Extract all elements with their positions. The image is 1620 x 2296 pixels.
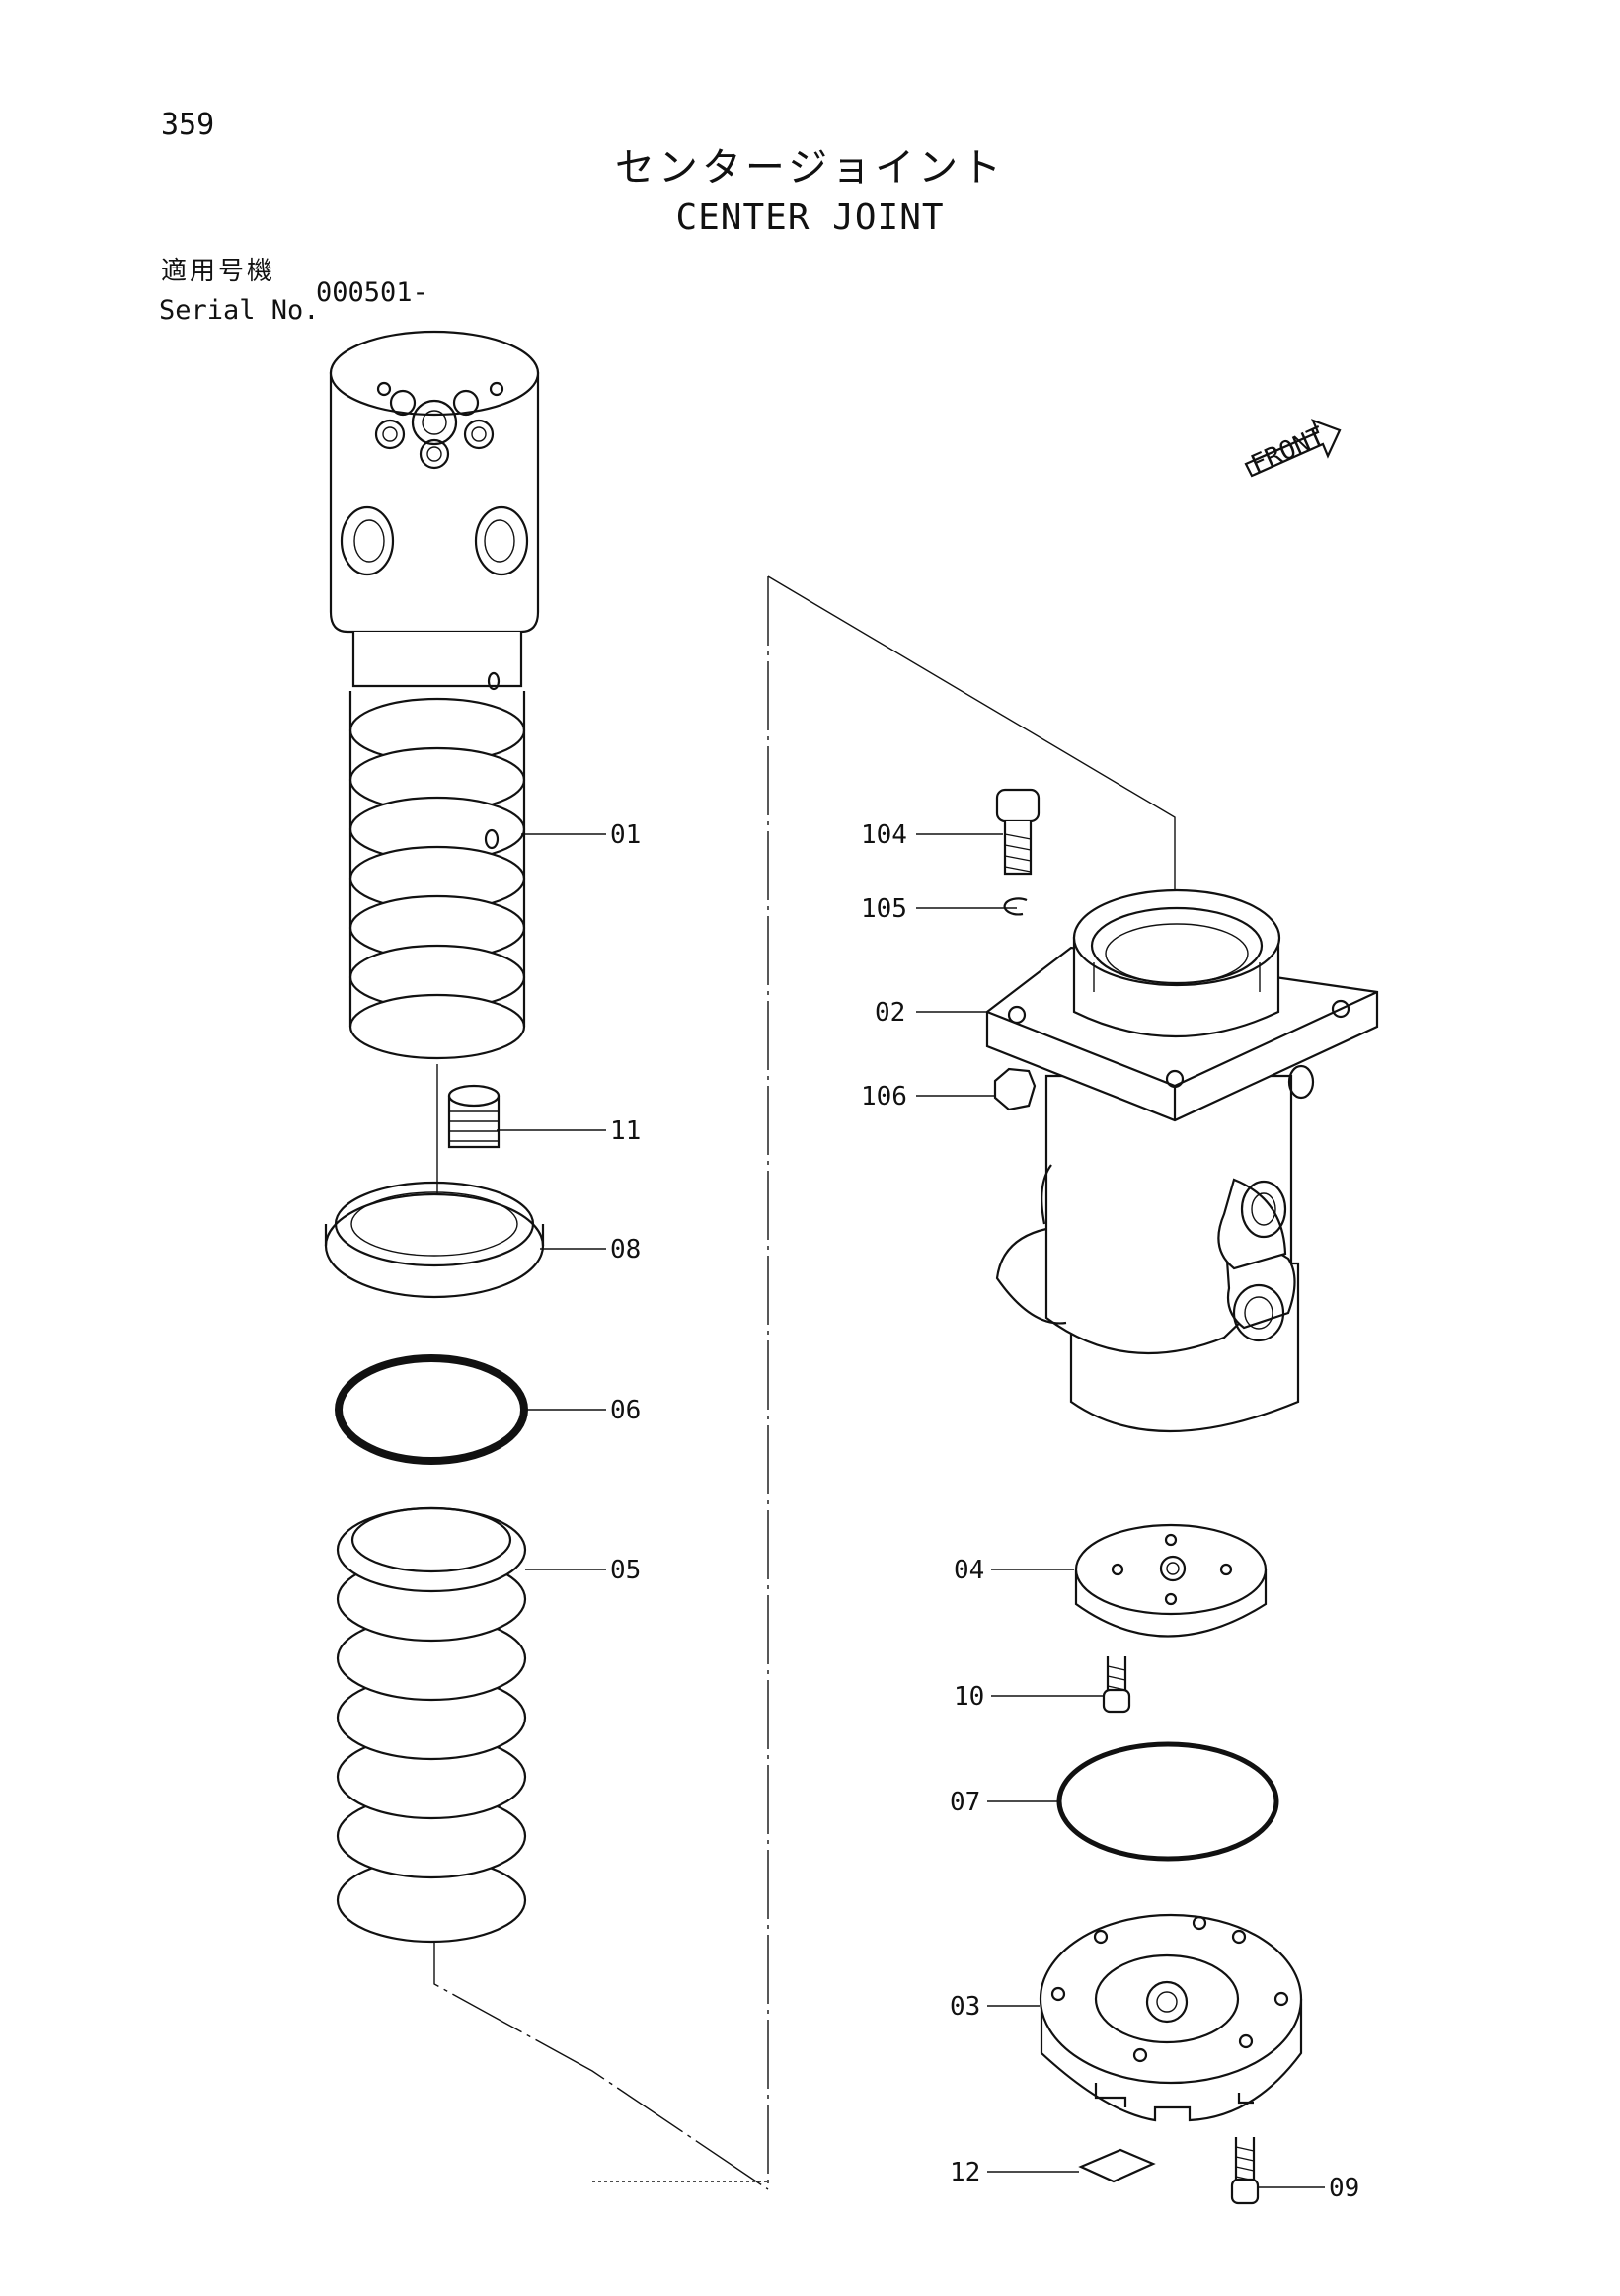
label-part-12: 12 [950, 2158, 980, 2187]
part-07-o-ring [1056, 1741, 1279, 1862]
label-part-02: 02 [875, 998, 905, 1028]
label-part-06: 06 [610, 1396, 641, 1425]
part-106-nut [993, 1067, 1037, 1111]
label-part-09: 09 [1329, 2174, 1359, 2203]
part-02-housing [985, 888, 1379, 1433]
part-04-thrust-plate [1074, 1523, 1268, 1638]
part-12-shim [1078, 2148, 1156, 2183]
label-part-05: 05 [610, 1556, 641, 1585]
label-part-11: 11 [610, 1116, 641, 1146]
label-part-03: 03 [950, 1992, 980, 2022]
part-labels: 01 11 08 06 05 104 105 02 106 04 10 07 0… [610, 820, 1359, 2203]
part-05-seal-stack [336, 1506, 527, 1944]
serial-label-en: Serial No. [159, 295, 320, 326]
part-01-spindle [329, 330, 540, 1060]
label-part-01: 01 [610, 820, 641, 850]
label-part-08: 08 [610, 1235, 641, 1264]
part-104-bolt [995, 788, 1041, 876]
assembly-leader-lines [433, 575, 1176, 2190]
part-10-socket-screw [1102, 1656, 1131, 1714]
part-105-washer [1003, 897, 1028, 916]
front-label: FRONT [1247, 421, 1330, 480]
label-part-106: 106 [861, 1082, 907, 1111]
spindle-grooves [348, 697, 526, 1060]
part-09-socket-screw [1230, 2137, 1260, 2205]
label-leader-lines [497, 833, 1325, 2188]
page-number: 359 [161, 108, 215, 142]
part-06-o-ring [335, 1354, 528, 1465]
front-arrow-icon: FRONT [1244, 419, 1342, 480]
part-08-seal-ring [324, 1181, 545, 1299]
serial-value: 000501- [316, 277, 428, 308]
label-part-07: 07 [950, 1788, 980, 1817]
label-part-04: 04 [954, 1556, 984, 1585]
label-part-10: 10 [954, 1682, 984, 1712]
serial-label-jp: 適用号機 [161, 257, 276, 286]
page-title-en: CENTER JOINT [675, 197, 945, 238]
page-title-jp: センタージョイント [614, 145, 1006, 191]
part-03-cover [1039, 1913, 1303, 2122]
label-part-104: 104 [861, 820, 907, 850]
label-part-105: 105 [861, 894, 907, 924]
part-11-plug [447, 1084, 501, 1149]
